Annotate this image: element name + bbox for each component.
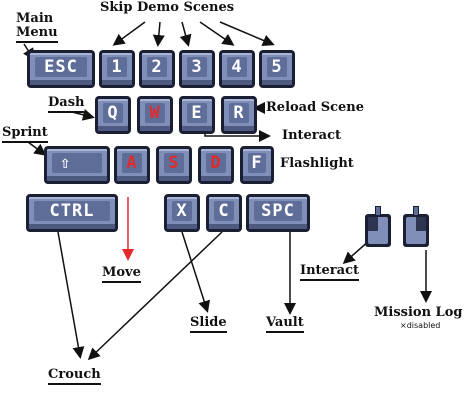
key-5[interactable]: 5 xyxy=(259,50,295,88)
key-1[interactable]: 1 xyxy=(99,50,135,88)
label-dash: Dash xyxy=(48,96,85,113)
key-4[interactable]: 4 xyxy=(219,50,255,88)
arrow-crouch-ctrl xyxy=(57,231,85,359)
label-reload-scene: Reload Scene xyxy=(266,100,365,115)
arrow-sprint xyxy=(27,141,47,156)
key-d[interactable]: D xyxy=(198,146,234,184)
label-mission-log: Mission Log xyxy=(374,305,463,320)
key-e[interactable]: E xyxy=(179,96,215,134)
label-main-menu-line2: Menu xyxy=(16,26,58,43)
key-w[interactable]: W xyxy=(137,96,173,134)
arrow-skip-4 xyxy=(199,21,235,46)
arrow-skip-5 xyxy=(219,21,275,47)
key-s[interactable]: S xyxy=(156,146,192,184)
label-crouch: Crouch xyxy=(48,368,101,385)
key-shift[interactable]: ⇧ xyxy=(44,146,110,184)
left-mouse-icon xyxy=(365,206,391,247)
key-c[interactable]: C xyxy=(206,194,242,232)
key-q[interactable]: Q xyxy=(95,96,131,134)
key-a[interactable]: A xyxy=(114,146,150,184)
label-vault: Vault xyxy=(266,316,304,333)
label-flashlight: Flashlight xyxy=(280,156,354,171)
arrow-skip-2 xyxy=(152,21,165,47)
arrow-skip-1 xyxy=(112,21,146,46)
key-2[interactable]: 2 xyxy=(139,50,175,88)
key-f[interactable]: F xyxy=(240,146,274,184)
key-esc[interactable]: ESC xyxy=(27,50,95,88)
label-interact-key: Interact xyxy=(282,128,342,143)
arrow-slide xyxy=(181,231,210,313)
right-mouse-icon xyxy=(403,206,429,247)
label-main-menu-line1: Main xyxy=(16,11,54,26)
label-skip-demo-scenes: Skip Demo Scenes xyxy=(100,0,235,15)
label-sprint: Sprint xyxy=(2,126,48,143)
arrow-skip-3 xyxy=(179,21,192,47)
key-r[interactable]: R xyxy=(221,96,257,134)
arrow-crouch-c xyxy=(87,231,223,361)
key-3[interactable]: 3 xyxy=(179,50,215,88)
label-disabled: ×disabled xyxy=(400,321,441,330)
label-move: Move xyxy=(102,266,141,283)
key-spc[interactable]: SPC xyxy=(246,194,310,232)
key-ctrl[interactable]: CTRL xyxy=(26,194,118,232)
label-slide: Slide xyxy=(190,316,227,333)
key-x[interactable]: X xyxy=(164,194,200,232)
label-interact-mouse: Interact xyxy=(300,264,360,281)
